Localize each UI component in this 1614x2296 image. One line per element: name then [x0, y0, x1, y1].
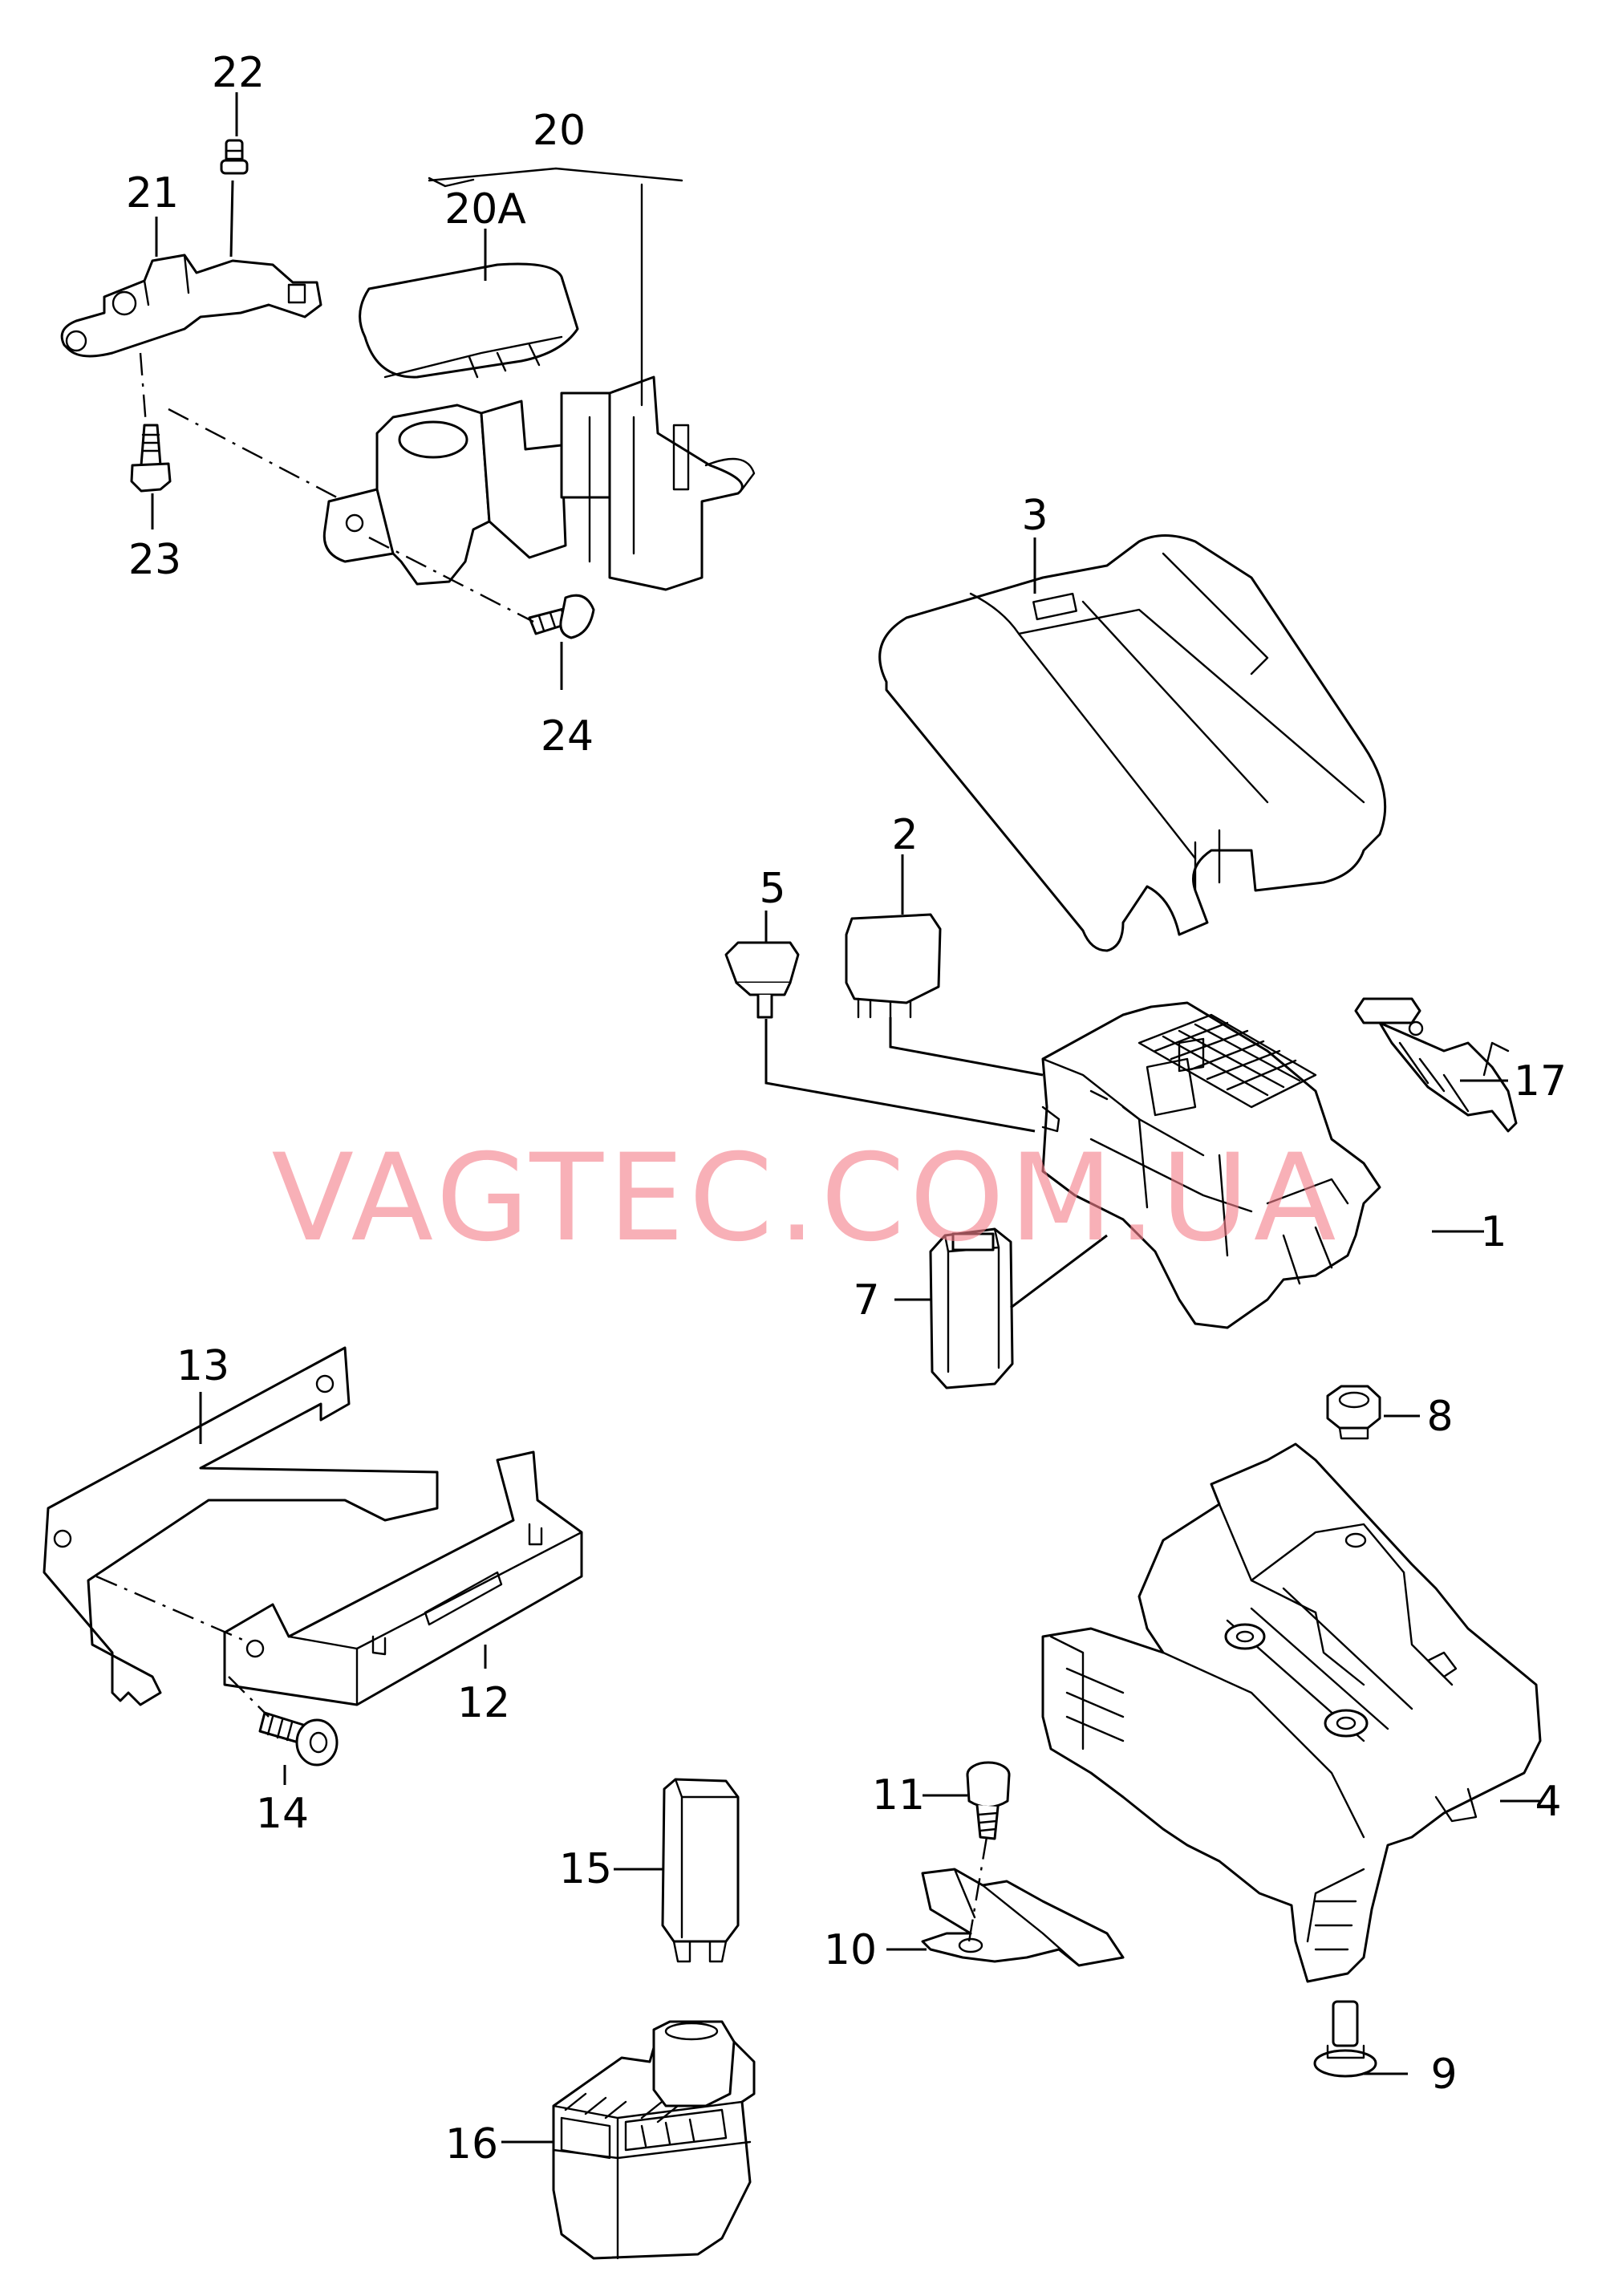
callout-numbers: 22 20 21 20A 23 24 3 2 5 17 1 7 8 13 12 …: [126, 49, 1567, 2168]
callout-2: 2: [891, 811, 918, 859]
part-22-screw: [220, 139, 249, 175]
callout-4: 4: [1535, 1778, 1561, 1826]
part-21-bracket: [60, 254, 322, 358]
part-11-screw: [966, 1761, 1011, 1840]
part-7-maxi-fuse: [929, 1227, 1014, 1389]
part-20-fuse-holder: [322, 167, 756, 591]
callout-14: 14: [256, 1790, 309, 1838]
part-24-bolt: [528, 594, 595, 639]
callout-1: 1: [1480, 1208, 1507, 1256]
callout-13: 13: [176, 1342, 229, 1390]
part-13-mounting-bracket: [43, 1346, 439, 1706]
callout-7: 7: [853, 1276, 879, 1324]
callout-24: 24: [541, 712, 594, 761]
part-20a-cover: [359, 262, 579, 379]
callout-12: 12: [457, 1679, 510, 1727]
callout-16: 16: [445, 2120, 498, 2168]
part-14-bolt: [258, 1711, 339, 1767]
callout-20: 20: [533, 107, 586, 155]
part-9-push-pin: [1313, 2000, 1377, 2078]
fuse-cavity-grid: [1138, 1013, 1317, 1117]
part-2-relay: [845, 913, 942, 1022]
callout-23: 23: [128, 536, 181, 584]
part-3-cover: [878, 534, 1387, 952]
callout-9: 9: [1430, 2051, 1457, 2099]
callout-3: 3: [1021, 492, 1048, 540]
callout-15: 15: [559, 1845, 612, 1893]
part-15-relay: [661, 1778, 740, 1963]
callout-21: 21: [126, 169, 179, 217]
part-12-tray: [223, 1450, 583, 1706]
part-4-carrier: [1041, 1442, 1542, 1983]
callout-11: 11: [872, 1771, 925, 1819]
part-1-fuse-box: [1041, 1001, 1381, 1329]
part-17-connector-strip: [1354, 997, 1518, 1133]
part-23-bolt: [130, 424, 172, 493]
part-10-clip: [921, 1868, 1125, 1967]
part-16-relay-socket: [552, 2020, 756, 2260]
callout-8: 8: [1426, 1393, 1453, 1441]
watermark-text: VAGTEC.COM.UA: [271, 1129, 1340, 1268]
leader-lines: [151, 92, 1540, 2144]
part-20-side-plate: [608, 375, 744, 591]
callout-10: 10: [824, 1926, 877, 1974]
part-5-blade-fuse: [724, 941, 800, 1019]
callout-20a: 20A: [444, 185, 526, 233]
callout-22: 22: [212, 49, 265, 97]
callout-5: 5: [759, 865, 785, 913]
part-8-nut: [1326, 1385, 1381, 1440]
callout-17: 17: [1514, 1057, 1567, 1105]
